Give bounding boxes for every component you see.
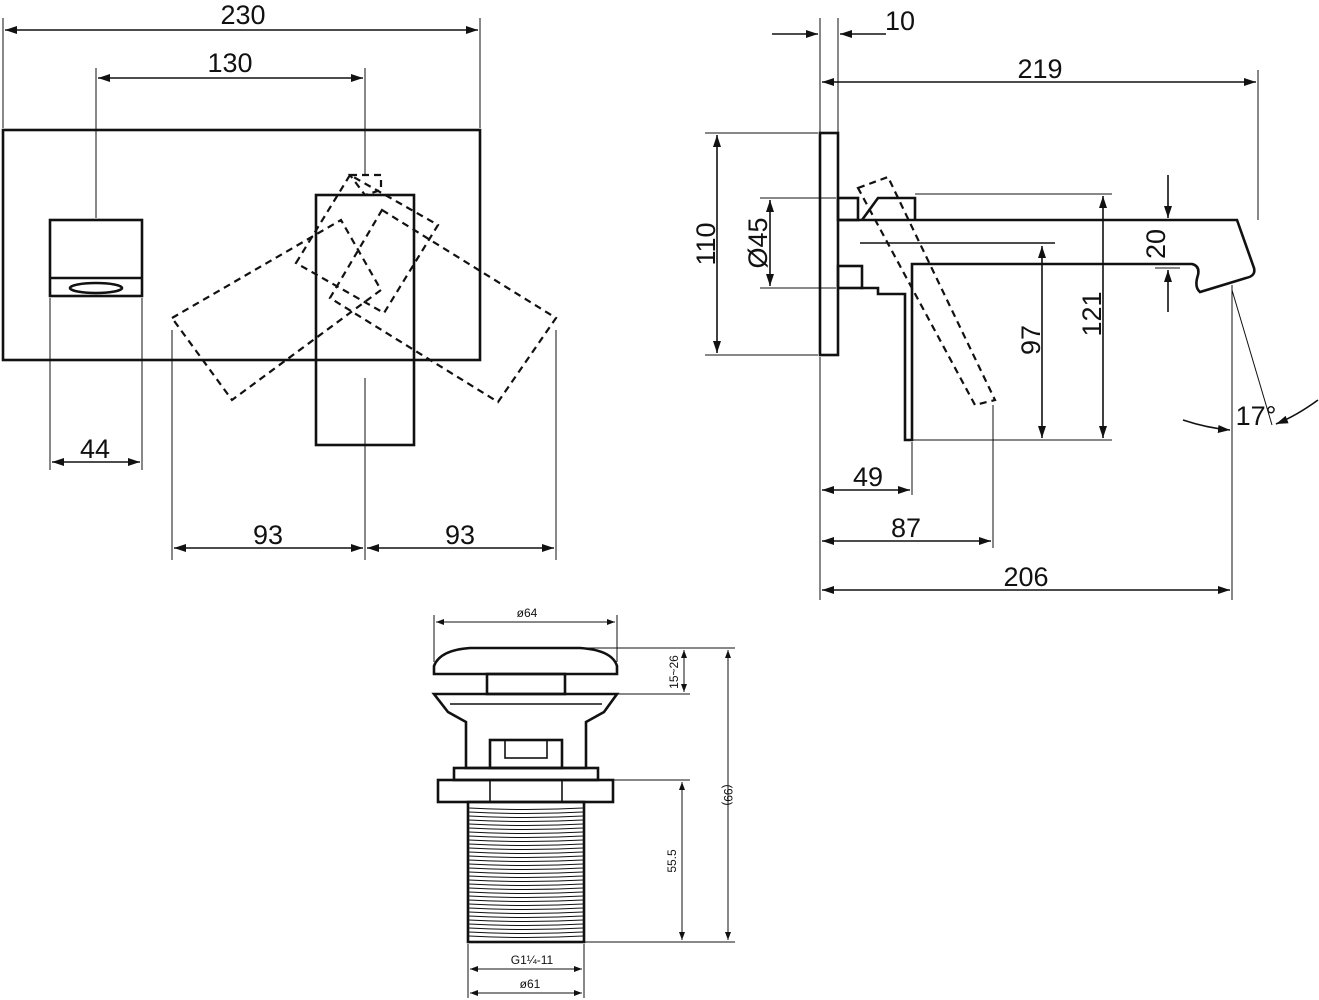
- front-wall-plate: [1, 128, 482, 362]
- dim-thread-size: G1¼-11: [511, 953, 554, 967]
- front-spout-outlet: [48, 218, 144, 298]
- dim-spout-angle: 17°: [1236, 401, 1277, 431]
- waste-nut: [436, 778, 615, 804]
- dim-lever-swing-projection: 87: [891, 513, 921, 543]
- front-lever-swing-outline: [170, 173, 558, 404]
- dim-lever-full-height: 121: [1077, 291, 1107, 336]
- dim-spout-diameter: Ø45: [743, 217, 773, 268]
- waste-extension-lines: [433, 615, 735, 998]
- dim-cap-lift: 15~26: [667, 655, 681, 689]
- waste-thread-body: [466, 800, 586, 944]
- waste-view: ø64 15~26 (99) 55.5 G1¼-11 ø61: [431, 606, 735, 998]
- side-dimension-lines: [713, 30, 1319, 594]
- dim-lever-bottom-height: 97: [1016, 325, 1046, 355]
- waste-spring-core: [504, 739, 548, 759]
- waste-flange: [431, 692, 620, 770]
- dim-overall-projection: 219: [1017, 54, 1062, 84]
- dim-lever-swing-right: 93: [445, 520, 475, 550]
- side-spout-body: [838, 218, 1256, 442]
- waste-collar: [452, 766, 600, 782]
- side-lever-swing-outline: [856, 175, 997, 407]
- front-extension-lines: [2, 18, 557, 560]
- waste-cap: [432, 646, 619, 676]
- dim-plate-height: 110: [691, 222, 721, 265]
- side-view: 10 219 110 Ø45 20 97 121 17° 49 87 206: [691, 6, 1319, 600]
- dim-spout-width: 44: [80, 434, 110, 464]
- side-wall-plate: [818, 131, 840, 357]
- waste-stem: [485, 672, 567, 696]
- dim-centre-spacing: 130: [207, 48, 252, 78]
- front-view: 230 130 44 93 93: [1, 0, 558, 560]
- dim-thread-length: 55.5: [665, 849, 679, 873]
- side-collar-bottom: [836, 264, 864, 290]
- front-dimension-lines: [5, 26, 554, 552]
- dim-cap-diameter: ø64: [517, 606, 538, 620]
- side-extension-lines: [705, 18, 1273, 600]
- dim-overall-width: 230: [220, 0, 265, 30]
- dim-lever-projection: 49: [853, 462, 883, 492]
- dim-overall-height: (99): [721, 784, 735, 805]
- side-collar-top: [836, 196, 860, 222]
- waste-thread-lines: [468, 807, 584, 938]
- waste-dimension-lines: [436, 619, 731, 996]
- dim-plate-thickness: 10: [885, 6, 915, 36]
- dim-spout-projection: 206: [1003, 562, 1048, 592]
- dim-thread-diameter: ø61: [520, 977, 541, 991]
- waste-spring-housing: [488, 738, 564, 770]
- dim-lever-swing-left: 93: [253, 520, 283, 550]
- dim-spout-outlet-height: 20: [1141, 229, 1171, 259]
